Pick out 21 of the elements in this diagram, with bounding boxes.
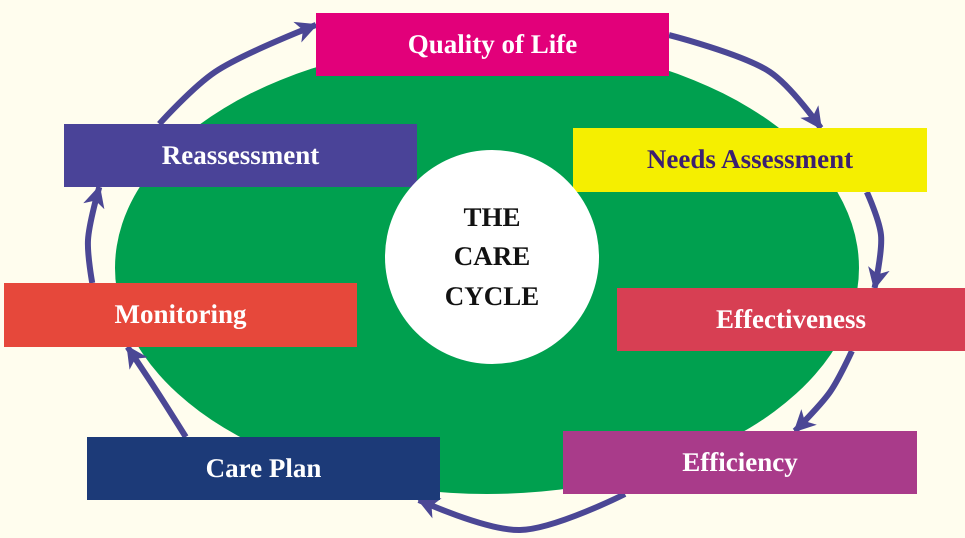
stage-label: Monitoring: [114, 298, 246, 332]
stage-box: [563, 431, 917, 494]
curved-arrow: [157, 22, 318, 126]
curved-arrow: [668, 32, 824, 130]
curved-arrow: [83, 185, 104, 284]
curved-arrow: [125, 345, 188, 439]
stage-label: Reassessment: [162, 138, 320, 172]
stage-label: Efficiency: [682, 446, 798, 479]
curved-arrow: [864, 190, 890, 290]
stage-label: Quality of Life: [408, 28, 578, 61]
stage-box: [4, 283, 357, 347]
stage-box: [617, 288, 965, 351]
curved-arrow: [792, 350, 855, 434]
stage-label: Care Plan: [206, 452, 322, 485]
stage-box: [87, 437, 440, 500]
stage-label: Effectiveness: [716, 302, 866, 336]
stage-label: THE CARE CYCLE: [444, 201, 540, 313]
stage-box: [316, 13, 669, 76]
stage-box: [64, 124, 417, 187]
stage-box: [573, 128, 927, 192]
stage-label: Needs Assessment: [646, 143, 854, 176]
